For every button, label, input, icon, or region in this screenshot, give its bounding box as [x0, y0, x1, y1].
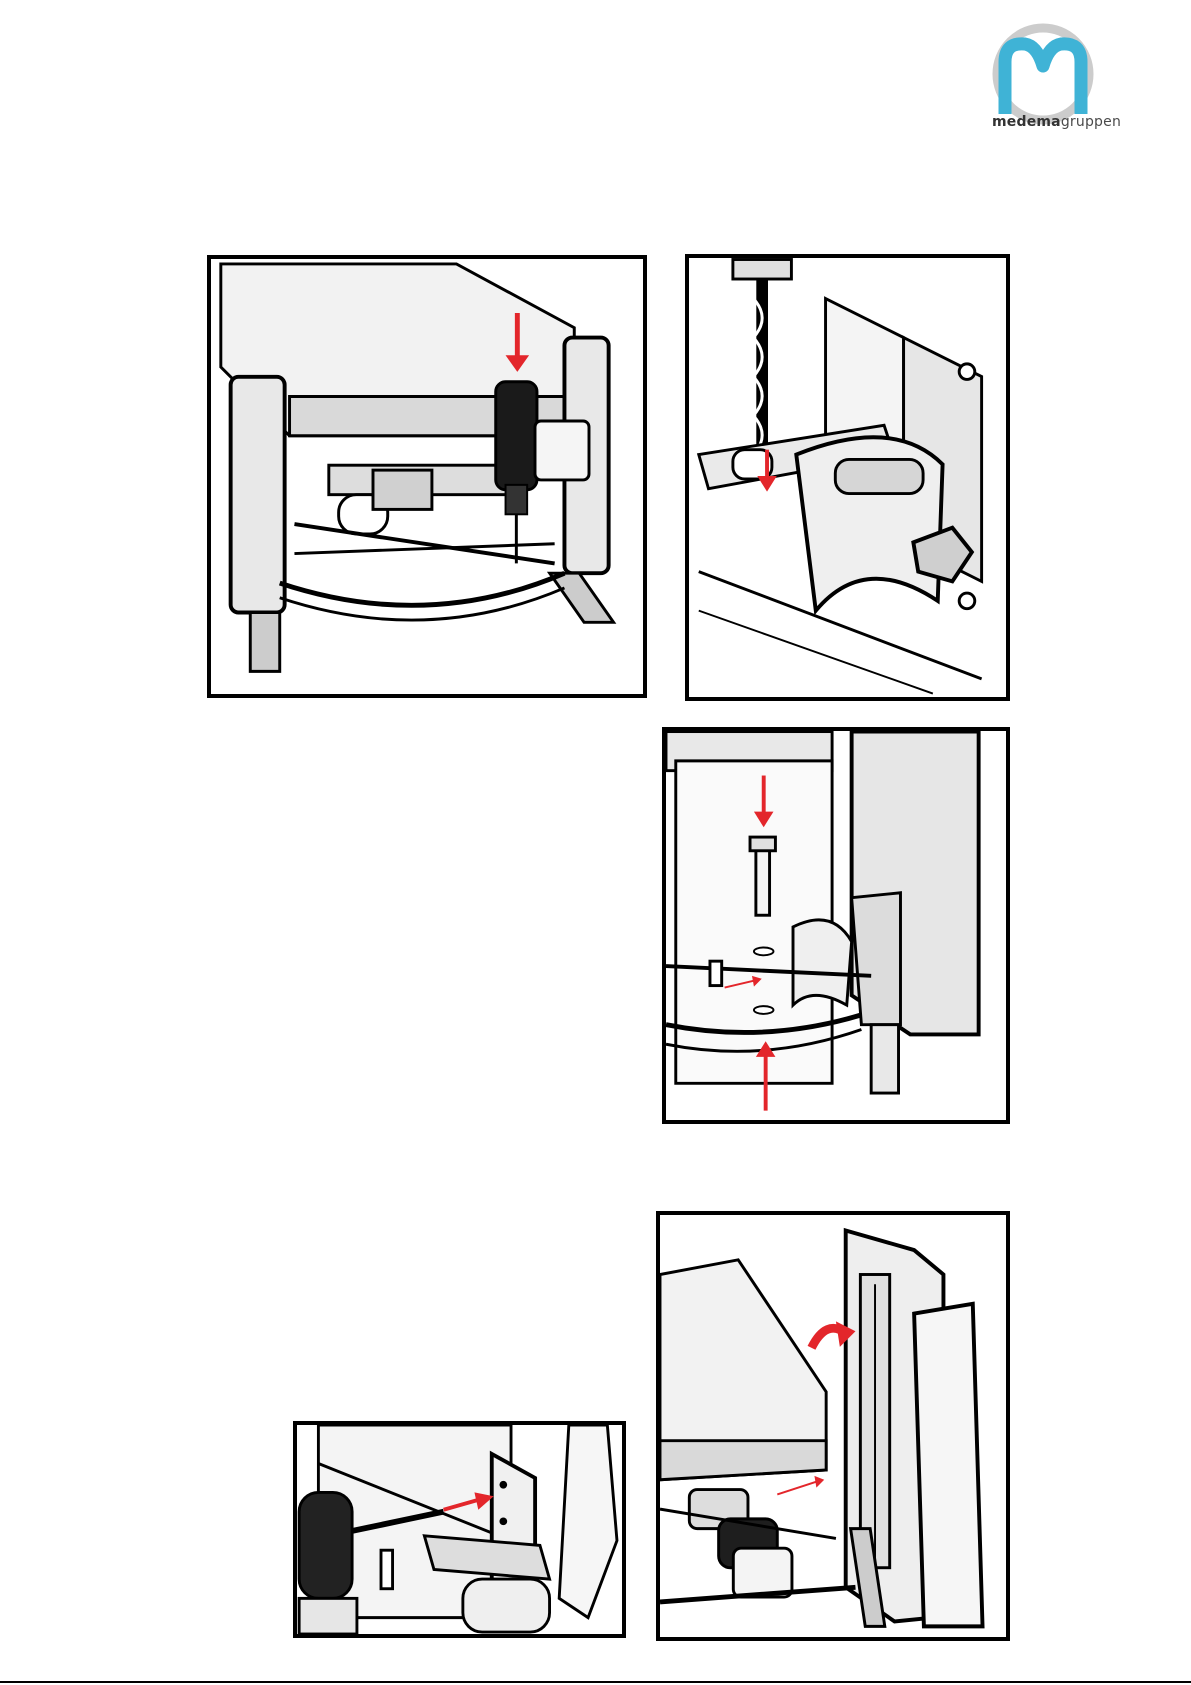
arrow-right-icon [777, 1476, 824, 1495]
brand-name-regular: gruppen [1061, 114, 1121, 130]
illustration-side-panel [660, 1215, 1006, 1637]
illustration-side-plate [297, 1425, 622, 1634]
illustration-bolt-assembly [666, 731, 1006, 1120]
figure-bolt-assembly [662, 727, 1010, 1124]
illustration-drill-bit [689, 258, 1006, 697]
figure-drill-side-plate [293, 1421, 626, 1638]
brand-name-bold: medema [992, 114, 1061, 130]
page-bottom-rule [0, 1681, 1191, 1683]
illustration-frame-drill [211, 259, 643, 694]
figure-drill-bit-bracket [685, 254, 1010, 701]
figure-drill-on-frame [207, 255, 647, 698]
figure-side-panel-mount [656, 1211, 1010, 1641]
brand-wordmark: medemagruppen [992, 114, 1110, 130]
